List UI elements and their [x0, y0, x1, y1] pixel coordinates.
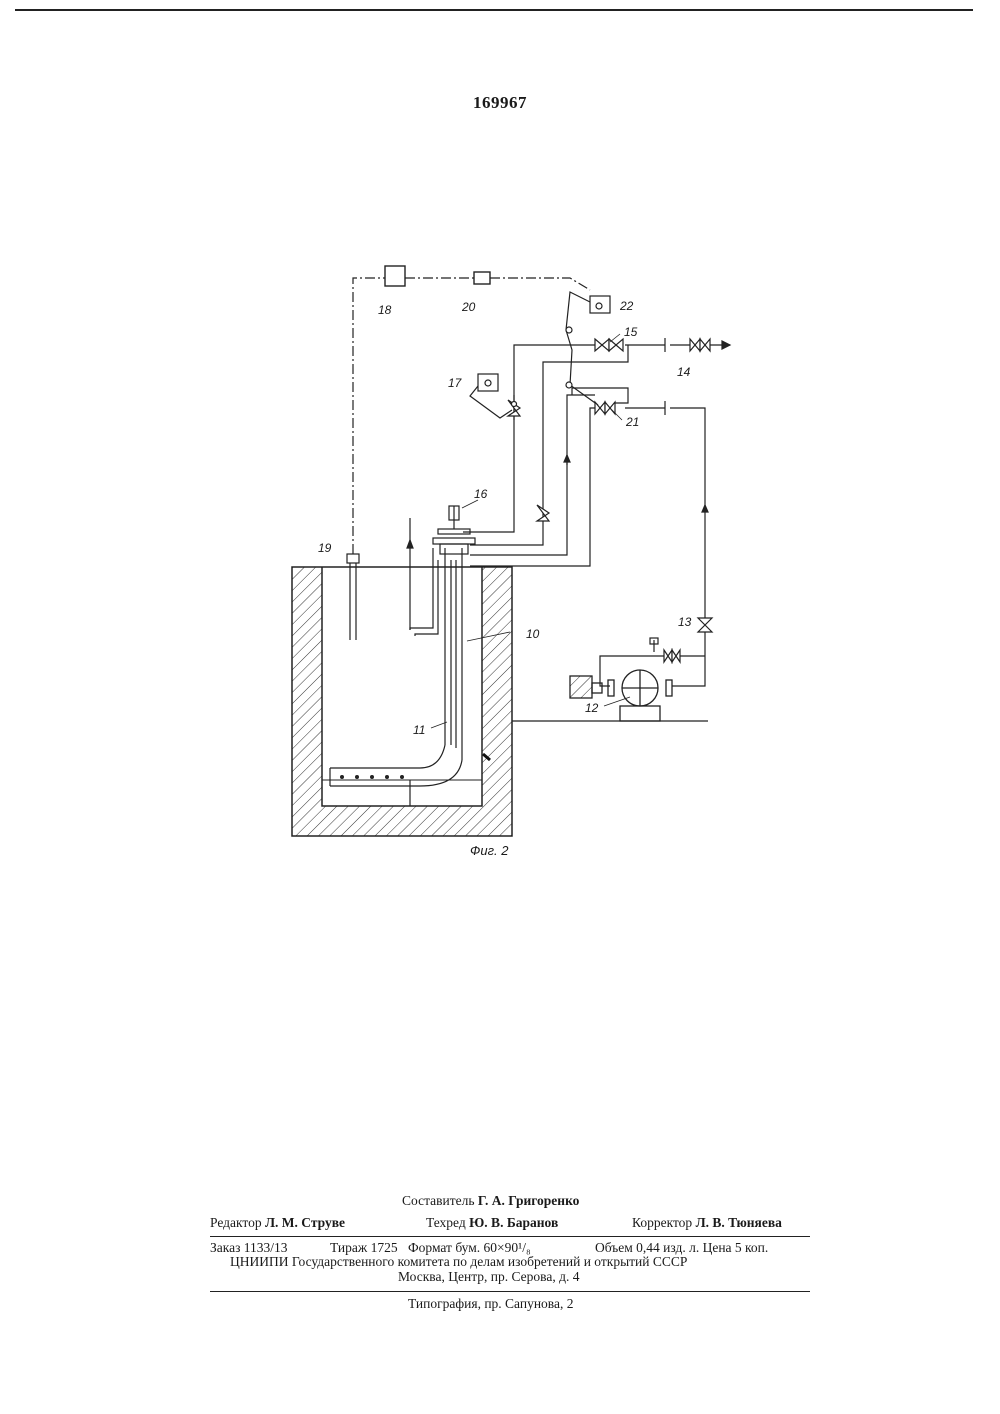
- label-10: 10: [526, 627, 540, 641]
- label-18: 18: [378, 303, 392, 317]
- label-21: 21: [625, 415, 639, 429]
- address: Москва, Центр, пр. Серова, д. 4: [398, 1269, 579, 1285]
- lance: [330, 506, 475, 786]
- label-15: 15: [624, 325, 638, 339]
- printing-house: Типография, пр. Сапунова, 2: [408, 1296, 574, 1312]
- block-18: [385, 266, 405, 286]
- compiler-name: Г. А. Григоренко: [478, 1193, 580, 1208]
- label-13: 13: [678, 615, 692, 629]
- corrector-name: Л. В. Тюняева: [696, 1215, 782, 1230]
- block-20: [474, 272, 490, 284]
- editor-name: Л. М. Струве: [265, 1215, 345, 1230]
- figure-caption: Фиг. 2: [470, 843, 509, 858]
- divider-bottom: [210, 1291, 810, 1292]
- institute: ЦНИИПИ Государственного комитета по дела…: [230, 1254, 687, 1270]
- label-22: 22: [619, 299, 634, 313]
- editor-label: Редактор: [210, 1215, 262, 1230]
- label-19: 19: [318, 541, 332, 555]
- corrector-label: Корректор: [632, 1215, 692, 1230]
- tank: [292, 567, 512, 836]
- regulator-17: [470, 374, 512, 418]
- label-20: 20: [461, 300, 476, 314]
- divider-top: [210, 1236, 810, 1237]
- label-12: 12: [585, 701, 599, 715]
- control-line: [353, 278, 590, 554]
- label-16: 16: [474, 487, 488, 501]
- label-11: 11: [413, 723, 425, 737]
- label-14: 14: [677, 365, 691, 379]
- techred-label: Техред: [426, 1215, 466, 1230]
- techred-name: Ю. В. Баранов: [469, 1215, 558, 1230]
- label-17: 17: [448, 376, 463, 390]
- compiler-label: Составитель: [402, 1193, 475, 1208]
